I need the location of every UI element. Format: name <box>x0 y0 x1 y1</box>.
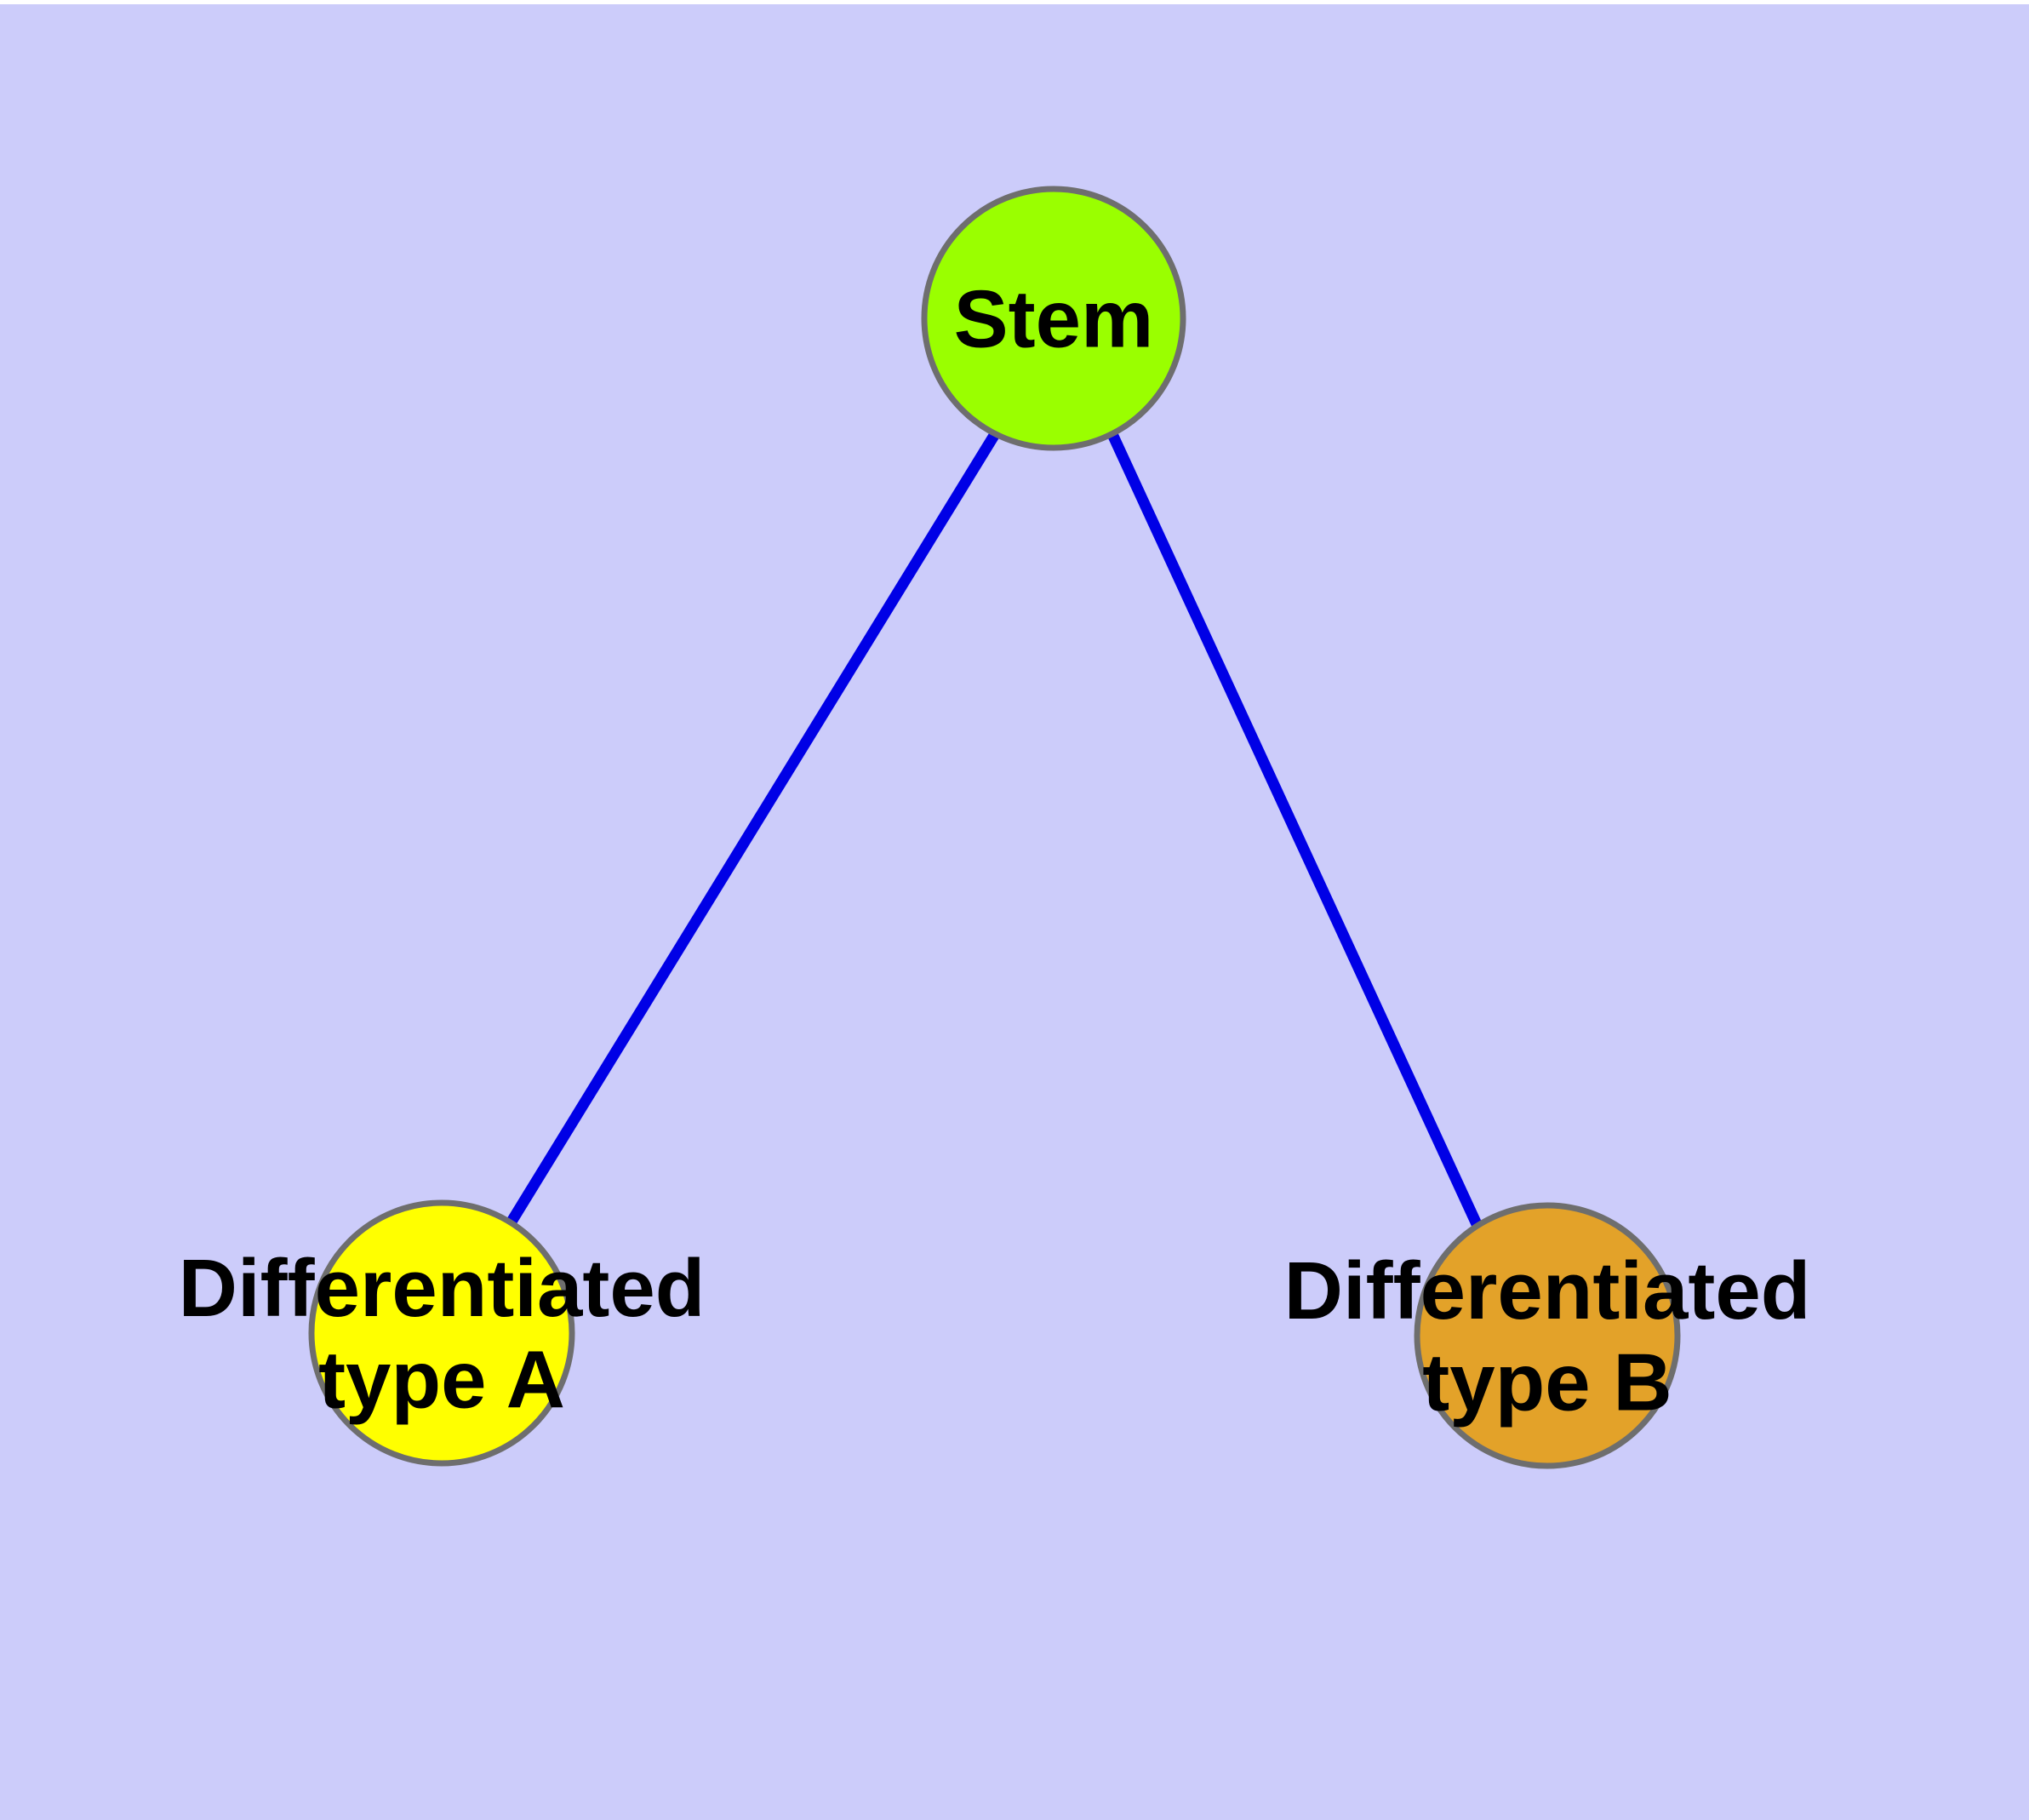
node-differentiated-type-b[interactable]: Differentiated type B <box>1284 1202 1811 1469</box>
node-stem[interactable]: Stem <box>921 186 1186 451</box>
node-label-stem-line1: Stem <box>954 274 1154 365</box>
node-layer: Stem Differentiated type A Differentiate… <box>179 186 1811 1469</box>
edge-layer <box>506 431 1482 1227</box>
node-label-differentiated-b-line2: type B <box>1422 1336 1672 1428</box>
node-label-differentiated-a-line1: Differentiated <box>179 1243 706 1334</box>
node-circle-differentiated-type-b[interactable] <box>1414 1202 1681 1469</box>
node-differentiated-type-a[interactable]: Differentiated type A <box>179 1199 706 1467</box>
edge-stem-to-differentiated-a <box>506 431 1000 1225</box>
node-circle-stem[interactable] <box>921 186 1186 451</box>
node-label-differentiated-a-line2: type A <box>318 1334 565 1425</box>
node-circle-differentiated-type-a[interactable] <box>308 1199 575 1467</box>
edge-stem-to-differentiated-b <box>1107 432 1482 1227</box>
node-label-differentiated-b-line1: Differentiated <box>1284 1245 1811 1336</box>
